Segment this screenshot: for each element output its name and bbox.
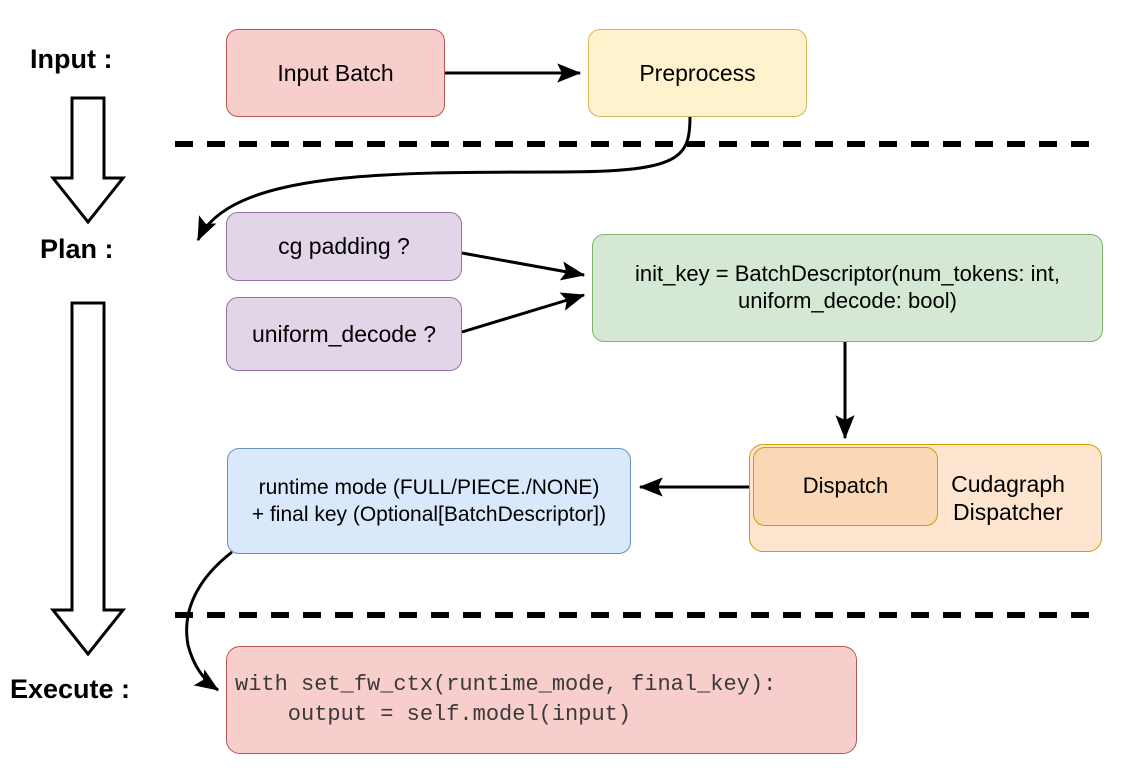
node-runtime-mode-line1: runtime mode (FULL/PIECE./NONE) <box>258 475 600 499</box>
node-uniform-decode-label: uniform_decode ? <box>251 320 437 347</box>
node-input-batch-label: Input Batch <box>277 59 394 86</box>
node-code-block[interactable]: with set_fw_ctx(runtime_mode, final_key)… <box>226 646 857 754</box>
node-init-key[interactable]: init_key = BatchDescriptor(num_tokens: i… <box>592 234 1103 342</box>
edge-uniform-decode-to-init-key <box>461 292 586 334</box>
node-dispatch[interactable]: Dispatch <box>753 447 938 526</box>
node-init-key-line1: init_key = BatchDescriptor(num_tokens: i… <box>635 261 1060 287</box>
node-cudagraph-dispatcher-line1: Cudagraph <box>951 470 1065 497</box>
node-runtime-mode-text: runtime mode (FULL/PIECE./NONE) + final … <box>252 474 606 529</box>
node-cg-padding[interactable]: cg padding ? <box>226 212 462 281</box>
edge-cg-padding-to-init-key <box>461 251 586 281</box>
node-preprocess[interactable]: Preprocess <box>588 29 807 117</box>
stage-arrow-input-to-plan <box>49 96 127 225</box>
stage-label-input: Input : <box>30 44 113 74</box>
stage-arrow-plan-to-execute <box>49 301 127 657</box>
node-dispatch-label: Dispatch <box>802 473 889 499</box>
node-init-key-line2: uniform_decode: bool) <box>738 288 957 313</box>
node-cudagraph-dispatcher-text: Cudagraph Dispatcher <box>933 470 1083 526</box>
node-preprocess-label: Preprocess <box>639 59 756 86</box>
node-input-batch[interactable]: Input Batch <box>226 29 445 117</box>
node-uniform-decode[interactable]: uniform_decode ? <box>226 297 462 371</box>
node-runtime-mode-line2: + final key (Optional[BatchDescriptor]) <box>251 503 607 526</box>
stage-label-plan: Plan : <box>40 234 114 264</box>
node-cudagraph-dispatcher-line2: Dispatcher <box>953 499 1063 525</box>
stage-label-execute: Execute : <box>10 674 131 704</box>
node-runtime-mode[interactable]: runtime mode (FULL/PIECE./NONE) + final … <box>227 448 631 554</box>
node-init-key-text: init_key = BatchDescriptor(num_tokens: i… <box>635 261 1060 315</box>
node-cg-padding-label: cg padding ? <box>278 233 410 260</box>
code-block-text: with set_fw_ctx(runtime_mode, final_key)… <box>235 672 777 727</box>
